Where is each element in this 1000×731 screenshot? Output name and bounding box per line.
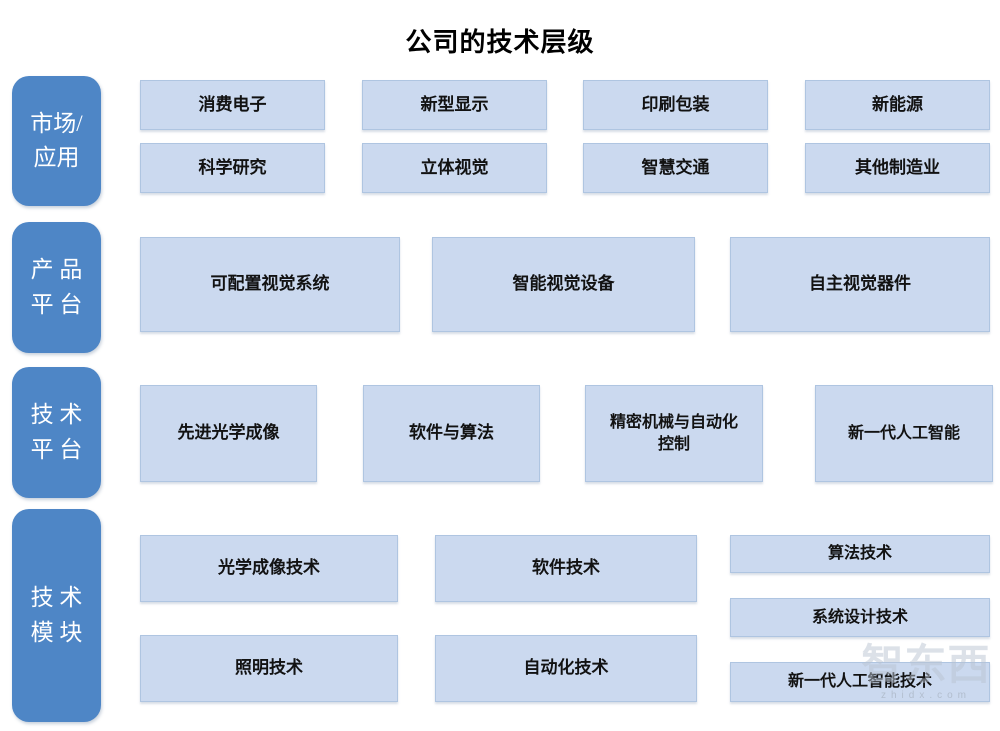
box-system-design-technology: 系统设计技术 xyxy=(730,598,990,637)
section-label-product-platform: 产 品 平 台 xyxy=(12,222,101,353)
box-consumer-electronics: 消费电子 xyxy=(140,80,325,130)
box-stereo-vision: 立体视觉 xyxy=(362,143,547,193)
box-other-manufacturing: 其他制造业 xyxy=(805,143,990,193)
box-scientific-research: 科学研究 xyxy=(140,143,325,193)
box-smart-transportation: 智慧交通 xyxy=(583,143,768,193)
box-algorithm-technology: 算法技术 xyxy=(730,535,990,573)
box-automation-technology: 自动化技术 xyxy=(435,635,697,702)
box-precision-machinery-automation-control: 精密机械与自动化 控制 xyxy=(585,385,763,482)
box-printing-packaging: 印刷包装 xyxy=(583,80,768,130)
box-software-technology: 软件技术 xyxy=(435,535,697,602)
box-autonomous-vision-component: 自主视觉器件 xyxy=(730,237,990,332)
section-label-technology-module: 技 术 模 块 xyxy=(12,509,101,722)
section-label-market-application: 市场/ 应用 xyxy=(12,76,101,206)
box-configurable-vision-system: 可配置视觉系统 xyxy=(140,237,400,332)
box-software-and-algorithms: 软件与算法 xyxy=(363,385,540,482)
box-new-display: 新型显示 xyxy=(362,80,547,130)
section-label-technology-platform: 技 术 平 台 xyxy=(12,367,101,498)
box-next-gen-ai: 新一代人工智能 xyxy=(815,385,993,482)
box-new-energy: 新能源 xyxy=(805,80,990,130)
box-lighting-technology: 照明技术 xyxy=(140,635,398,702)
box-optical-imaging-technology: 光学成像技术 xyxy=(140,535,398,602)
box-next-gen-ai-technology: 新一代人工智能技术 xyxy=(730,662,990,702)
diagram-title: 公司的技术层级 xyxy=(405,28,595,57)
box-advanced-optical-imaging: 先进光学成像 xyxy=(140,385,317,482)
box-smart-vision-device: 智能视觉设备 xyxy=(432,237,695,332)
